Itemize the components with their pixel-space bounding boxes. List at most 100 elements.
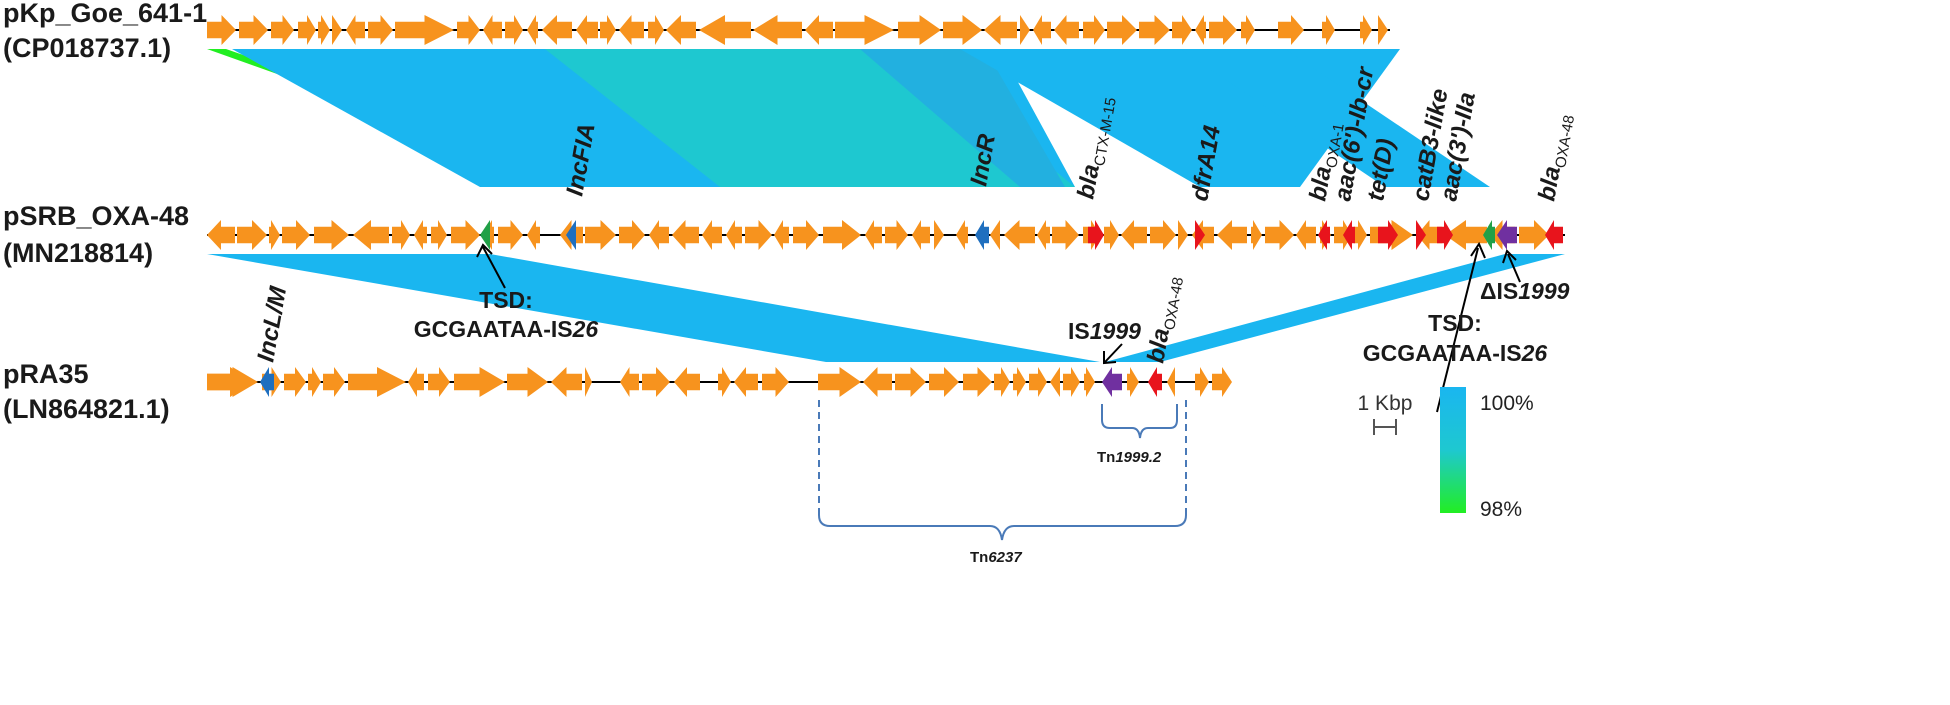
gene-arrow: [505, 15, 523, 45]
pointer-tsd-right: [1436, 247, 1479, 413]
tn6237-label: Tn6237: [970, 549, 1022, 566]
plasmid-accession-pra35: (LN864821.1): [3, 394, 170, 424]
plasmid-name-psrb: pSRB_OXA-48: [3, 201, 189, 231]
gene-arrow: [284, 367, 306, 397]
gene-label-bla-oxa1: blaOXA-1: [1304, 120, 1347, 204]
identity-band-bottom-right: [1105, 254, 1565, 362]
gene-arrow: [542, 15, 572, 45]
gene-label-incl: IncL/M: [252, 284, 292, 365]
gene-arrow: [672, 220, 699, 250]
gene-arrow: [718, 367, 731, 397]
gene-arrow: [793, 220, 819, 250]
gene-arrow: [1322, 15, 1335, 45]
gene-arrow: [1004, 220, 1035, 250]
tn6237-em: 6237: [988, 549, 1022, 566]
gene-arrow: [431, 220, 447, 250]
tsd-marker-right: [1483, 220, 1495, 250]
gene-arrow: [282, 220, 310, 250]
tsd-left-seq-em: 26: [572, 316, 599, 342]
gene-arrow: [1172, 15, 1192, 45]
gene-arrow: [392, 220, 410, 250]
gene-arrow: [1037, 220, 1050, 250]
gene-arrow: [1104, 220, 1119, 250]
gene-arrow: [308, 367, 321, 397]
gene-arrow: [1063, 367, 1080, 397]
gene-arrow: [1265, 220, 1294, 250]
gene-arrow: [762, 367, 789, 397]
gene-arrow: [1178, 220, 1188, 250]
gene-arrow: [237, 220, 267, 250]
gene-label-bla-oxa48-bottom-base: bla: [1142, 326, 1175, 365]
gene-arrow: [619, 15, 644, 45]
tn6237-brace: [818, 514, 1187, 541]
gene-arrow: [408, 367, 424, 397]
gene-arrow: [1212, 367, 1232, 397]
gene-arrow: [863, 367, 892, 397]
gene-arrow: [956, 220, 968, 250]
gene-arrow: [619, 220, 645, 250]
gene-arrow: [1296, 220, 1316, 250]
tn6237-pre: Tn: [970, 549, 988, 566]
gene-arrow: [666, 15, 696, 45]
identity-band-bottom-left: [207, 254, 1100, 362]
plasmid-name-pra35: pRA35: [3, 359, 89, 389]
gene-arrow: [734, 367, 758, 397]
gene-arrow: [990, 220, 1000, 250]
gene-arrow: [269, 220, 280, 250]
gene-arrow: [1217, 220, 1247, 250]
gene-arrow: [353, 220, 389, 250]
gene-arrow: [1417, 220, 1442, 250]
gene-arrow: [483, 15, 502, 45]
resistance-gene-catb3: [1416, 220, 1426, 250]
gene-label-bla-ctx-base: bla: [1072, 162, 1105, 201]
gene-arrow: [1033, 15, 1051, 45]
gene-arrow: [835, 15, 894, 45]
gene-arrow: [1054, 15, 1079, 45]
genes-pra35: [207, 367, 1232, 397]
insertion-is1999: [1102, 367, 1122, 397]
gene-arrow: [428, 367, 450, 397]
tn1999-pre: Tn: [1097, 449, 1115, 466]
gene-arrow: [934, 220, 944, 250]
gene-arrow: [600, 15, 616, 45]
gene-arrow: [1445, 220, 1487, 250]
is1999-em: 1999: [1090, 318, 1141, 344]
identity-legend-min: 98%: [1480, 498, 1522, 521]
tsd-right-seq-pre: GCGAATAA-IS: [1363, 340, 1522, 366]
gene-label-bla-oxa1-base: bla: [1304, 164, 1337, 203]
gene-label-bla-oxa48-top-sub: OXA-48: [1552, 114, 1578, 170]
tn6237-bracket: [818, 400, 1187, 541]
tsd-right-seq-em: 26: [1521, 340, 1548, 366]
gene-arrow: [774, 220, 789, 250]
gene-arrow: [239, 15, 268, 45]
pointer-delta-is-head: [1502, 249, 1517, 264]
resistance-gene-bla-oxa1: [1318, 220, 1330, 250]
delta-is1999-label: ΔIS1999: [1480, 278, 1570, 304]
replicon-incr: [975, 220, 989, 250]
gene-arrow: [451, 220, 480, 250]
gene-arrow: [929, 367, 959, 397]
identity-legend-gradient: [1440, 387, 1466, 513]
gene-label-bla-oxa48-top: blaOXA-48: [1533, 112, 1578, 204]
pointer-delta-is: [1507, 253, 1521, 283]
replicon-incfia: [566, 220, 576, 250]
gene-arrow: [332, 15, 342, 45]
genes-pkp-goe: [207, 15, 1388, 45]
tn1999-brace: [1101, 419, 1178, 439]
delta-is1999-pre: ΔIS: [1480, 278, 1518, 304]
gene-arrow: [753, 15, 802, 45]
gene-arrow: [1378, 15, 1388, 45]
tsd-marker-left: [480, 220, 490, 250]
highlighted-genes: [260, 220, 1563, 397]
gene-arrow: [585, 367, 592, 397]
pointer-is1999: [1104, 343, 1123, 363]
gene-arrow: [1251, 220, 1262, 250]
delta-is1999-em: 1999: [1518, 278, 1569, 304]
gene-arrow: [963, 367, 992, 397]
tsd-left-sequence: GCGAATAA-IS26: [414, 316, 599, 342]
gene-arrow: [1278, 15, 1304, 45]
plasmid-name-pkp: pKp_Goe_641-1: [3, 0, 207, 28]
gene-arrow: [620, 367, 639, 397]
